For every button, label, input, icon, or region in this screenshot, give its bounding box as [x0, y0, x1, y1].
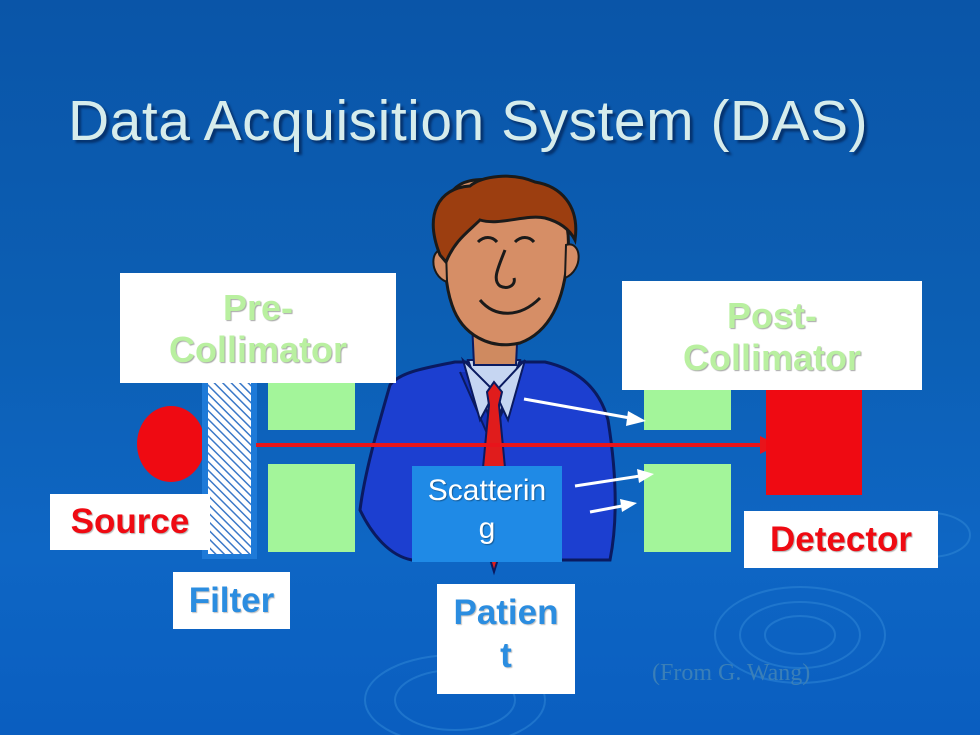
- detector-block: [766, 380, 862, 495]
- slide-title: Data Acquisition System (DAS): [68, 89, 869, 153]
- pre-collimator-bottom-block: [268, 464, 355, 552]
- source-label: Source: [50, 494, 210, 550]
- detector-label: Detector: [744, 511, 938, 568]
- ripple-decoration: [364, 512, 971, 735]
- post-collimator-label: Post- Collimator: [622, 281, 922, 390]
- source-credit: (From G. Wang): [652, 660, 811, 686]
- scattering-label: Scatterin g: [412, 466, 562, 562]
- post-collimator-bottom-block: [644, 464, 731, 552]
- pre-collimator-label: Pre- Collimator: [120, 273, 396, 383]
- filter-label: Filter: [173, 572, 290, 629]
- scatter-arrows: [523, 397, 654, 514]
- filter-hatch: [208, 378, 251, 554]
- patient-label: Patien t: [437, 584, 575, 694]
- source-circle: [137, 406, 205, 482]
